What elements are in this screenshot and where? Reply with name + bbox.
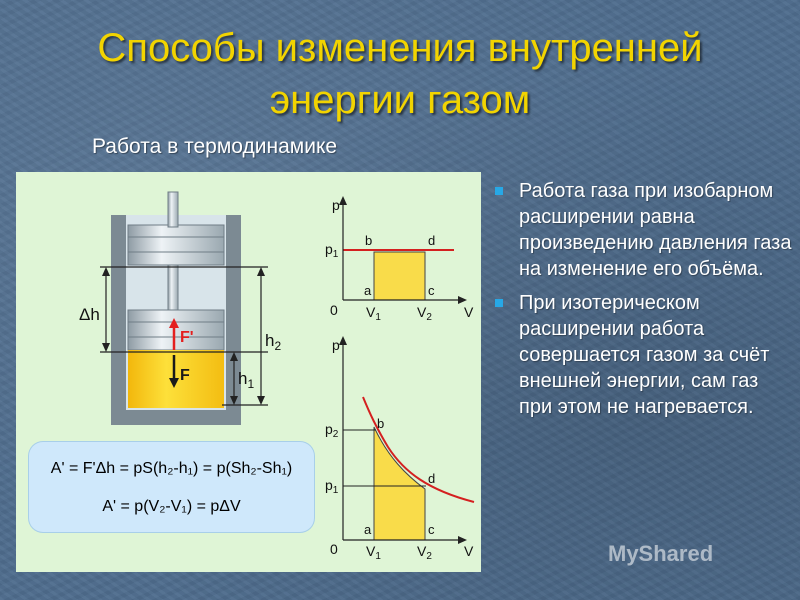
origin-label-2: 0 — [330, 541, 338, 557]
title-line-1: Способы изменения внутренней — [97, 26, 703, 70]
p-axis-label-2: p — [332, 337, 340, 353]
v-axis-label: V — [464, 304, 474, 320]
force-up-arrow — [169, 318, 179, 328]
h2-label: h2 — [265, 331, 281, 353]
bullet-square-icon — [495, 299, 503, 307]
isobaric-work-area — [373, 251, 426, 301]
point-c-2: c — [428, 522, 435, 537]
p1-label-2: p1 — [325, 477, 339, 496]
formula-line-1: A' = F'Δh = pS(h₂-h₁) = p(Sh₂-Sh₁) — [50, 460, 293, 477]
isothermal-graph: p p2 p1 0 V1 V2 V a b c d — [325, 336, 475, 562]
force-down-label: F — [180, 367, 190, 384]
v1-label-2: V1 — [366, 543, 381, 562]
p-axis-arrow — [339, 196, 347, 205]
origin-label: 0 — [330, 302, 338, 318]
isobaric-graph: p p1 0 V1 V2 V a b c d — [325, 196, 474, 323]
formula-box: A' = F'Δh = pS(h₂-h₁) = p(Sh₂-Sh₁) A' = … — [29, 442, 314, 532]
slide-subtitle: Работа в термодинамике — [92, 135, 338, 158]
title-line-2: энергии газом — [269, 78, 531, 122]
p1-label: p1 — [325, 241, 339, 260]
watermark: MyShared — [608, 541, 714, 566]
illustration-svg: F' F Δh h2 h1 — [79, 191, 475, 562]
isothermal-work-area — [373, 426, 426, 541]
piston-rod — [167, 191, 179, 228]
bullet-list: Работа газа при изобарном расширении рав… — [492, 178, 792, 428]
slide-title: Способы изменения внутренней энергии газ… — [0, 22, 800, 126]
v-axis-label-2: V — [464, 543, 474, 559]
illustration-panel: F' F Δh h2 h1 — [16, 172, 481, 572]
v2-label-2: V2 — [417, 543, 432, 562]
point-b-2: b — [377, 416, 384, 431]
point-c: c — [428, 283, 435, 298]
v2-label: V2 — [417, 304, 432, 323]
bullet-text-2: При изотерическом расширении работа сове… — [519, 292, 770, 418]
point-a: a — [364, 283, 372, 298]
h1-label: h1 — [238, 369, 254, 391]
bullet-square-icon — [495, 187, 503, 195]
p-axis-label: p — [332, 197, 340, 213]
p-axis-arrow-2 — [339, 336, 347, 345]
bullet-text-1: Работа газа при изобарном расширении рав… — [519, 180, 792, 280]
point-a-2: a — [364, 522, 372, 537]
p2-label: p2 — [325, 421, 339, 440]
isotherm-curve — [362, 396, 475, 503]
piston-rod-lower — [167, 264, 179, 311]
lower-piston — [127, 309, 225, 351]
bullet-item-isothermal: При изотерическом расширении работа сове… — [492, 290, 792, 420]
upper-piston — [127, 224, 225, 266]
bullet-item-isobaric: Работа газа при изобарном расширении рав… — [492, 178, 792, 282]
force-down-arrow — [169, 378, 179, 388]
point-d: d — [428, 233, 435, 248]
force-up-label: F' — [180, 329, 194, 346]
point-b: b — [365, 233, 372, 248]
delta-h-label: Δh — [79, 305, 100, 324]
v-axis-arrow-2 — [458, 536, 467, 544]
formula-line-2: A' = p(V₂-V₁) = pΔV — [102, 498, 241, 515]
v-axis-arrow — [458, 296, 467, 304]
point-d-2: d — [428, 471, 435, 486]
v1-label: V1 — [366, 304, 381, 323]
piston-diagram: F' F Δh h2 h1 — [79, 191, 281, 425]
